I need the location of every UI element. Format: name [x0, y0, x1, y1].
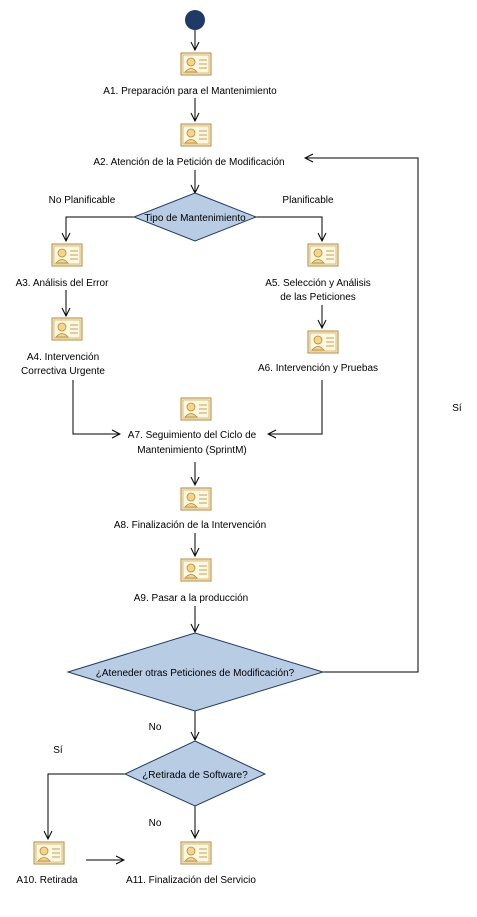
edge-label-no-d3: No — [149, 818, 162, 829]
activity-a8-label: A8. Finalización de la Intervención — [114, 520, 266, 531]
activity-a6-icon — [307, 330, 339, 354]
activity-a10-label: A10. Retirada — [16, 875, 78, 886]
decision-tipo-mantenimiento-label: Tipo de Mantenimiento — [144, 213, 246, 224]
edge-label-no-d2: No — [149, 722, 162, 733]
decision-atender-peticiones — [66, 632, 325, 712]
activity-a8-icon — [180, 487, 212, 511]
edge-d1-a5 — [256, 216, 322, 241]
edge-d1-a3 — [66, 216, 134, 241]
edge-label-si-loop: Sí — [452, 403, 462, 414]
decision-atender-peticiones-label: ¿Ateneder otras Peticiones de Modificaci… — [96, 668, 295, 679]
edges — [48, 30, 419, 860]
activity-a9-label: A9. Pasar a la producción — [134, 593, 249, 604]
activity-a2-icon — [180, 123, 212, 147]
decision-tipo-mantenimiento — [132, 192, 258, 242]
decision-retirada-software — [123, 740, 267, 807]
activity-a3-icon — [51, 243, 83, 267]
activity-a5-label-line1: A5. Selección y Análisis — [265, 278, 371, 289]
edge-a6-a7 — [268, 380, 323, 434]
decision-retirada-software-label: ¿Retirada de Software? — [142, 770, 248, 781]
start-node — [185, 10, 205, 30]
activity-a4-label-line2: Correctiva Urgente — [21, 366, 105, 377]
edge-label-si-d3: Sí — [53, 745, 63, 756]
edge-label-planificable: Planificable — [282, 195, 334, 206]
edge-d3-a10 — [48, 773, 126, 839]
activity-a1-label: A1. Preparación para el Mantenimiento — [103, 86, 277, 97]
activity-a9-icon — [180, 558, 212, 582]
activity-a2-label: A2. Atención de la Petición de Modificac… — [93, 157, 284, 168]
edge-a4-a7 — [72, 380, 120, 434]
activity-a11-icon — [180, 841, 212, 865]
activity-a4-icon — [51, 317, 83, 341]
activity-a7-label-line2: Mantenimiento (SprintM) — [137, 445, 246, 456]
activity-a5-label-line2: de las Peticiones — [280, 292, 356, 303]
activity-a4-label-line1: A4. Intervención — [27, 352, 99, 363]
activity-a3-label: A3. Análisis del Error — [16, 278, 109, 289]
activity-a1-icon — [180, 52, 212, 76]
activity-a11-label: A11. Finalización del Servicio — [126, 875, 256, 886]
activity-a5-icon — [307, 243, 339, 267]
activity-a6-label: A6. Intervención y Pruebas — [258, 363, 378, 374]
edge-d2-a2-loop — [305, 158, 419, 673]
activity-a10-icon — [33, 841, 65, 865]
edge-label-no-planificable: No Planificable — [49, 195, 116, 206]
activity-a7-label-line1: A7. Seguimiento del Ciclo de — [128, 430, 257, 441]
activity-a7-icon — [180, 397, 212, 421]
